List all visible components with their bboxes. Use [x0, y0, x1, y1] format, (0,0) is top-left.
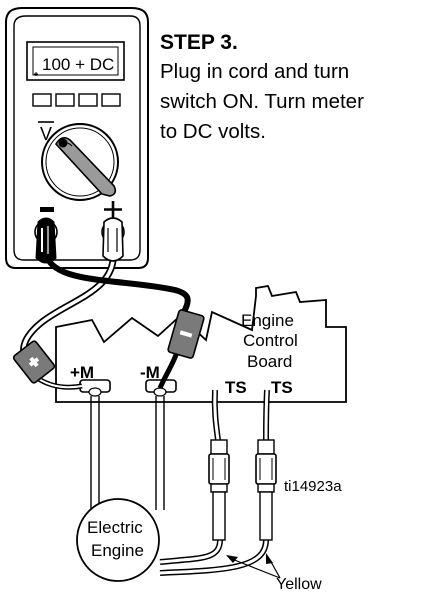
figure-id: ti14923a — [284, 478, 342, 495]
board-label-line-2: Control — [243, 331, 298, 350]
yellow-callout — [226, 553, 281, 579]
black-probe-plug — [35, 217, 57, 264]
connector-1 — [208, 439, 230, 541]
terminal-label-ts-2: TS — [271, 378, 293, 397]
meter-button-4[interactable] — [101, 93, 121, 107]
meter-button-2[interactable] — [55, 93, 75, 107]
electric-engine — [76, 498, 160, 582]
board-label-line-1: Engine — [241, 311, 294, 330]
step-line-2: switch ON. Turn meter — [160, 90, 364, 113]
negative-symbol-icon — [40, 207, 54, 212]
black-test-probe — [167, 309, 205, 359]
dial-knob — [55, 136, 117, 197]
step-title: STEP 3. — [160, 31, 238, 54]
engine-label-line-1: Electric — [87, 518, 143, 537]
terminal-label-ts-1: TS — [225, 378, 247, 397]
wire-label-yellow: Yellow — [276, 576, 322, 592]
step-instructions: Plug in cord and turn switch ON. Turn me… — [160, 57, 422, 147]
meter-button-1[interactable] — [32, 93, 52, 107]
step-line-1: Plug in cord and turn — [160, 60, 350, 83]
meter-display-reading: 100 + DC — [42, 55, 114, 74]
red-test-probe — [12, 340, 56, 384]
terminal-label-minus-m: -M — [140, 363, 160, 382]
multimeter: 100 + DC V — [5, 7, 149, 269]
step-line-3: to DC volts. — [160, 120, 266, 143]
red-probe-plug — [102, 217, 124, 262]
meter-button-3[interactable] — [78, 93, 98, 107]
engine-control-board: Engine Control Board +M -M TS TS — [55, 284, 347, 403]
thermal-switch-wires — [159, 389, 277, 576]
engine-label-line-2: Engine — [91, 541, 144, 560]
board-label-line-3: Board — [247, 352, 292, 371]
meter-display — [26, 41, 125, 81]
connector-2 — [255, 439, 277, 541]
terminal-label-plus-m: +M — [70, 363, 94, 382]
